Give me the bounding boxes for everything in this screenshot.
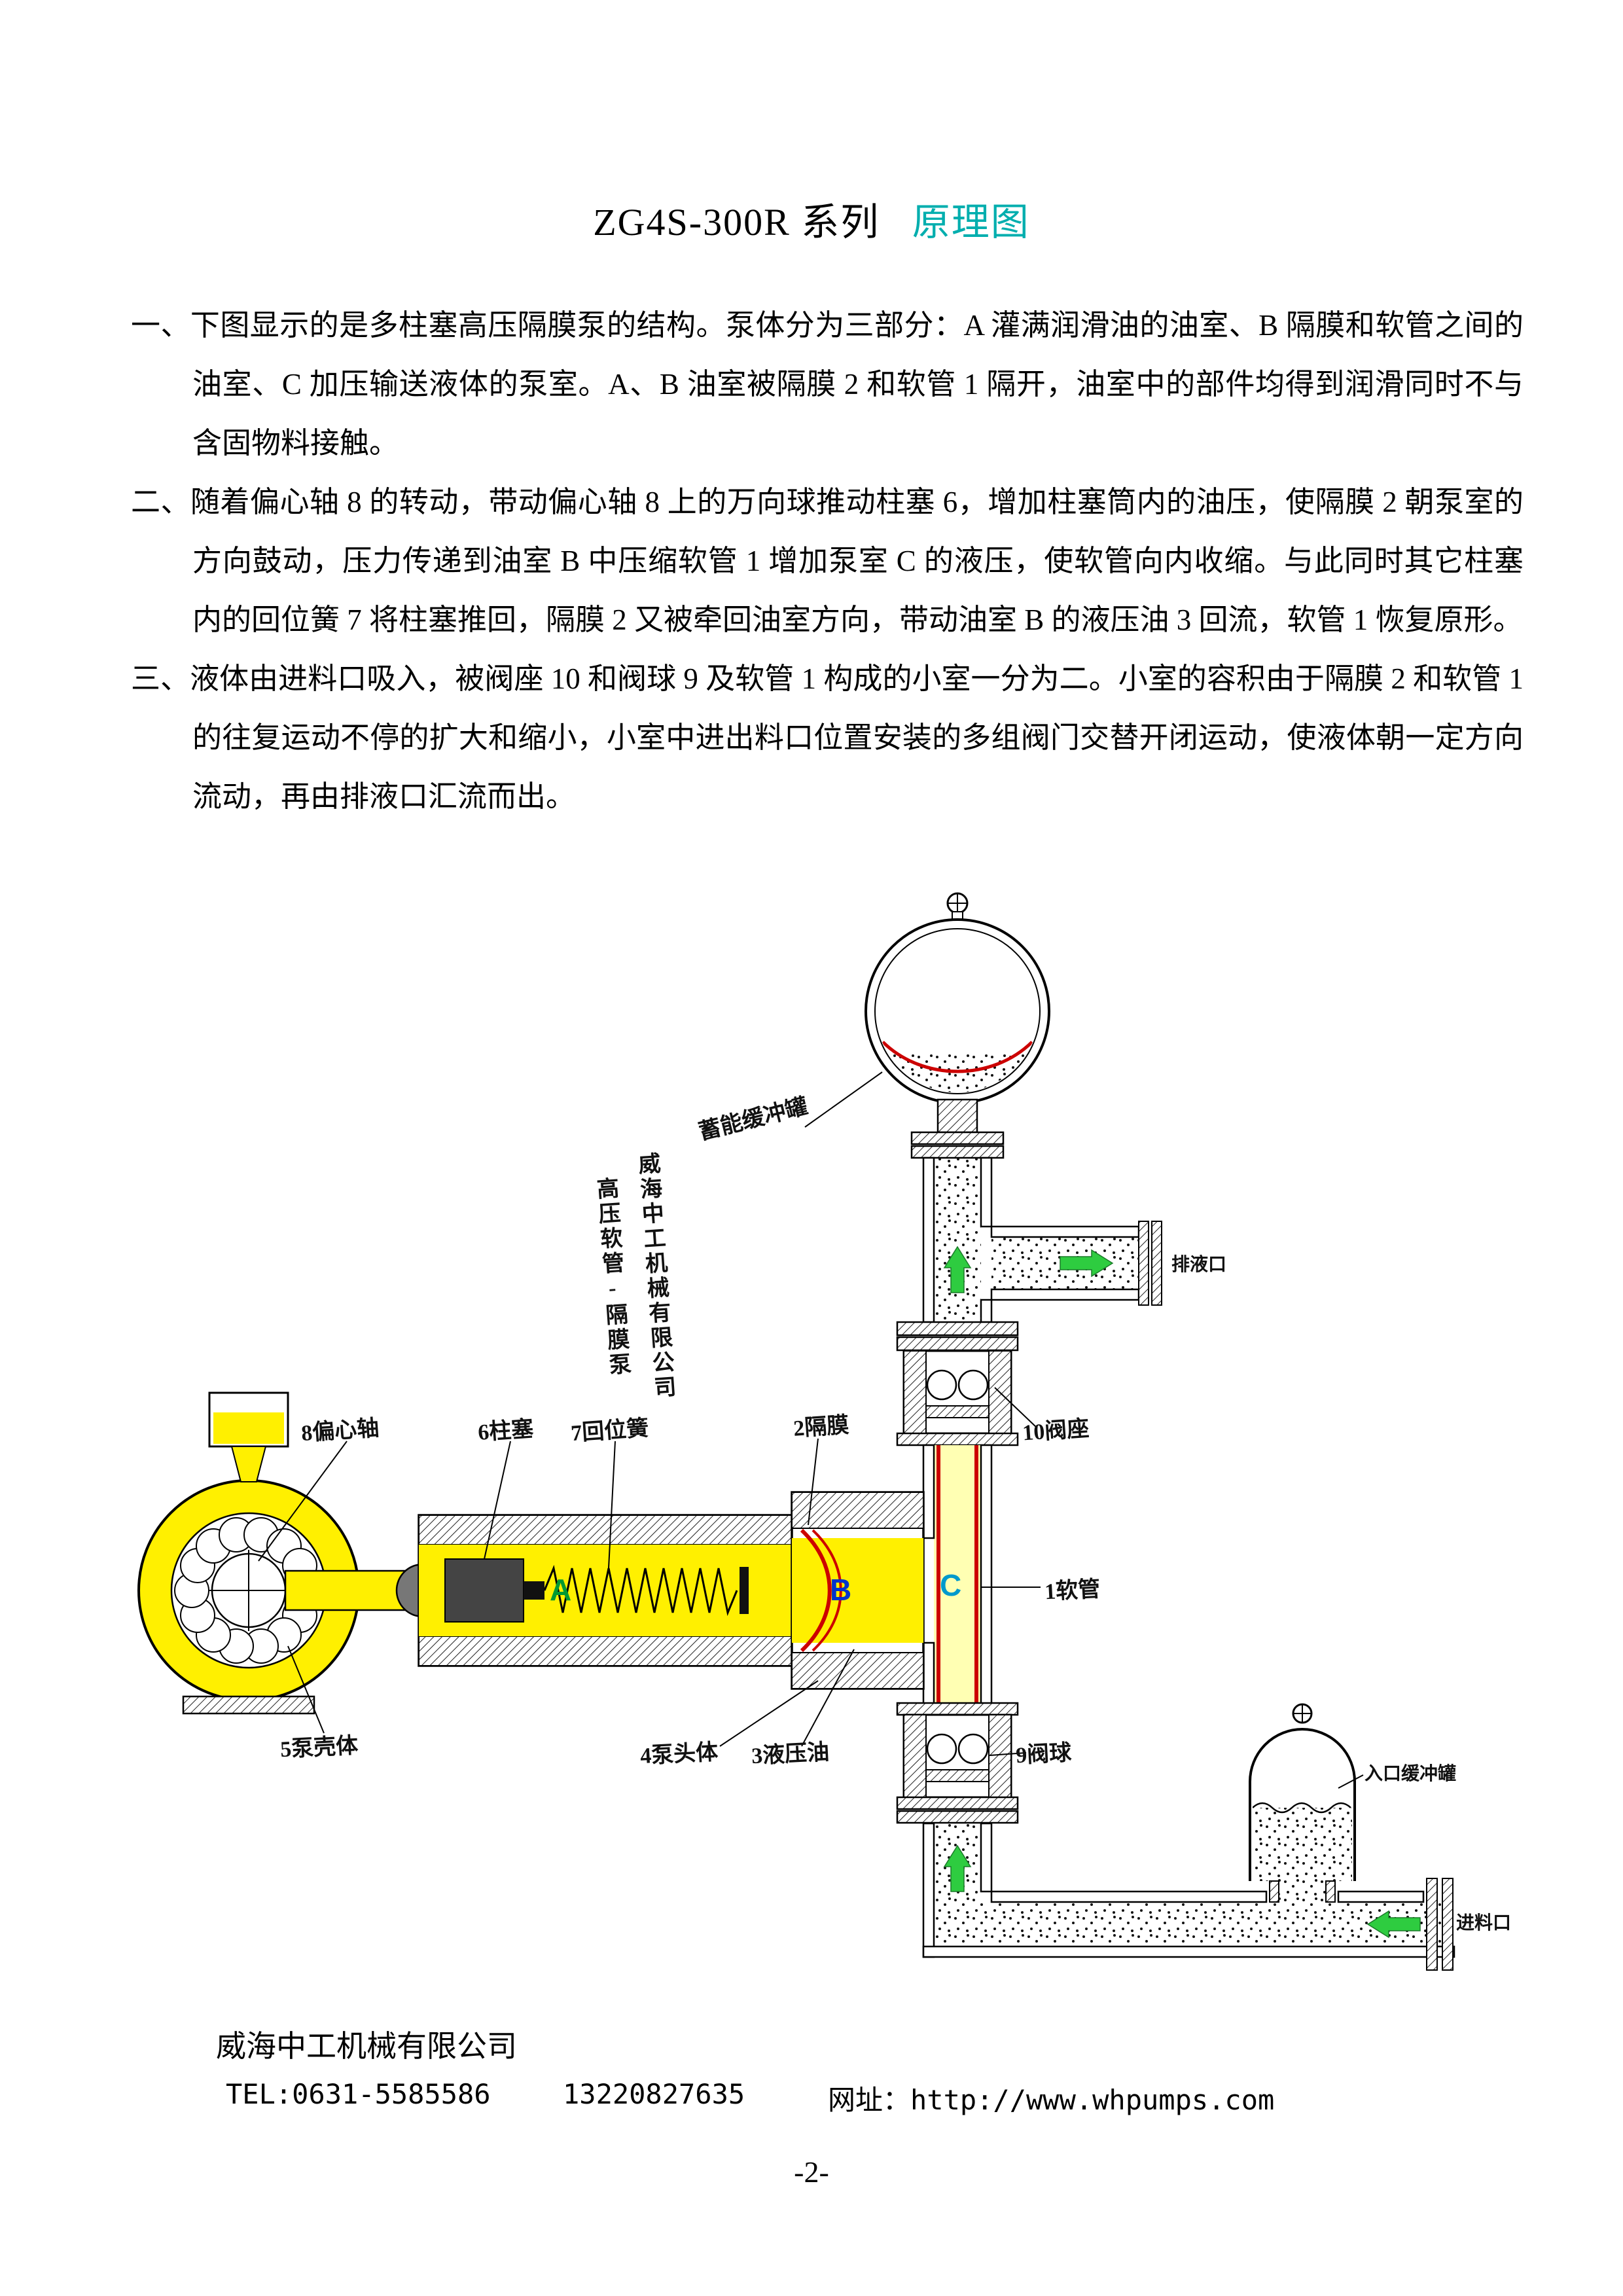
paragraph-2-text: 随着偏心轴 8 的转动，带动偏心轴 8 上的万向球推动柱塞 6，增加柱塞筒内的油…	[190, 486, 1524, 636]
pump-head	[791, 1491, 925, 1690]
diaphragm-inner	[812, 1529, 842, 1652]
page-title-main: ZG4S-300R 系列	[593, 201, 880, 243]
document-body: 一、下图显示的是多柱塞高压隔膜泵的结构。泵体分为三部分：A 灌满润滑油的油室、B…	[131, 296, 1524, 826]
valve-ball	[926, 1369, 957, 1401]
label-part2-diaphragm: 2隔膜	[793, 1413, 850, 1441]
valve-ball	[957, 1733, 989, 1765]
pump-housing	[137, 1391, 450, 1715]
discharge-pipe	[896, 1157, 1162, 1352]
paragraph-3-number: 三、	[131, 662, 190, 695]
footer-website: 网址：http://www.whpumps.com	[828, 2084, 1275, 2116]
paragraph-1-text: 下图显示的是多柱塞高压隔膜泵的结构。泵体分为三部分：A 灌满润滑油的油室、B 隔…	[190, 309, 1524, 459]
valve-ball	[926, 1733, 957, 1765]
valve-seat	[925, 1769, 990, 1782]
oil-chamber-b	[792, 1538, 923, 1643]
oil-cup	[208, 1391, 289, 1482]
accumulator-diaphragm	[882, 1041, 1033, 1073]
flow-arrow-outlet	[1060, 1249, 1114, 1278]
flow-arrow-up-top	[943, 1246, 972, 1293]
paragraph-3-text: 液体由进料口吸入，被阀座 10 和阀球 9 及软管 1 构成的小室一分为二。小室…	[190, 662, 1524, 813]
spring-stop	[740, 1567, 749, 1614]
pump-principle-diagram: 威海中工机械有限公司 高压软管-隔膜泵 蓄能缓冲罐 排液口 8偏心轴 6柱塞 7…	[92, 870, 1531, 1990]
flow-arrow-inlet	[1366, 1910, 1421, 1939]
paragraph-1-number: 一、	[131, 309, 190, 342]
pump-base	[182, 1695, 315, 1715]
paragraph-2: 二、随着偏心轴 8 的转动，带动偏心轴 8 上的万向球推动柱塞 6，增加柱塞筒内…	[131, 473, 1524, 649]
label-outlet-port: 排液口	[1171, 1255, 1227, 1275]
paragraph-1: 一、下图显示的是多柱塞高压隔膜泵的结构。泵体分为三部分：A 灌满润滑油的油室、B…	[131, 296, 1524, 473]
page-number: -2-	[794, 2155, 829, 2189]
plunger-rod	[524, 1581, 544, 1600]
tank-liquid	[1253, 1808, 1352, 1881]
pump-diagram-svg	[137, 892, 1455, 1971]
label-part8-eccentric-shaft: 8偏心轴	[300, 1416, 380, 1446]
valve-ball	[957, 1369, 989, 1401]
label-part9-valve-ball: 9阀球	[1015, 1740, 1073, 1768]
paragraph-2-number: 二、	[131, 486, 190, 518]
footer-tel: TEL:0631-5585586	[226, 2078, 491, 2110]
chamber-b-letter: B	[830, 1573, 852, 1607]
flow-arrows	[943, 1246, 1421, 1939]
upper-valve-assembly	[896, 1350, 1019, 1446]
page-title: ZG4S-300R 系列 原理图	[0, 191, 1623, 246]
chamber-a-letter: A	[550, 1573, 572, 1607]
return-spring	[543, 1564, 738, 1617]
inlet-pipe	[922, 1822, 1455, 1971]
hose-chamber	[922, 1444, 993, 1716]
footer-mobile: 13220827635	[563, 2078, 745, 2110]
inlet-buffer-tank	[1249, 1703, 1356, 1903]
leader-lines	[258, 1071, 1364, 1789]
paragraph-3: 三、液体由进料口吸入，被阀座 10 和阀球 9 及软管 1 构成的小室一分为二。…	[131, 649, 1524, 826]
cylinder-block	[418, 1514, 793, 1667]
chamber-c-letter: C	[940, 1568, 962, 1602]
accumulator-tank	[865, 892, 1050, 1159]
valve-seat	[925, 1405, 990, 1418]
page-title-accent: 原理图	[912, 201, 1030, 243]
label-part5-pump-casing: 5泵壳体	[279, 1733, 359, 1763]
liquid-surface	[1253, 1802, 1351, 1814]
footer-company-name: 威海中工机械有限公司	[216, 2030, 517, 2063]
label-part1-soft-tube: 1软管	[1044, 1577, 1101, 1605]
lower-valve-assembly	[896, 1702, 1019, 1824]
label-inlet-buffer-tank: 入口缓冲罐	[1364, 1764, 1457, 1784]
label-part4-pump-head-body: 4泵头体	[639, 1740, 719, 1769]
label-inlet-port: 进料口	[1456, 1913, 1512, 1933]
bearing	[170, 1512, 327, 1669]
label-part7-return-spring: 7回位簧	[570, 1416, 650, 1446]
label-part10-valve-seat: 10阀座	[1022, 1416, 1090, 1446]
plunger	[444, 1558, 524, 1623]
label-part6-plunger: 6柱塞	[477, 1417, 535, 1445]
label-part3-hydraulic-oil: 3液压油	[751, 1740, 830, 1769]
diaphragm	[800, 1528, 832, 1653]
flow-arrow-up-bottom	[943, 1844, 972, 1892]
